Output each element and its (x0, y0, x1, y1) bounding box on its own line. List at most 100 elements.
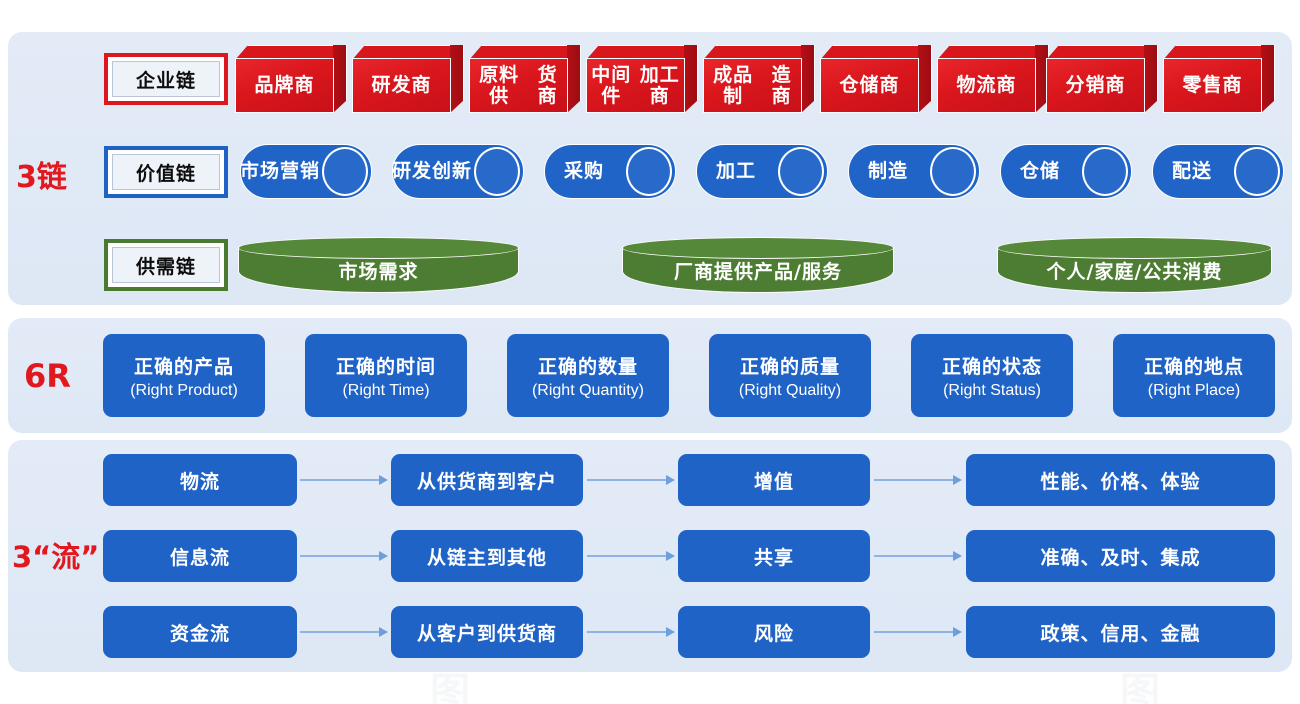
arrow-head-icon (953, 551, 962, 561)
arrow-line (587, 479, 667, 481)
six-r-card-0[interactable]: 正确的产品(Right Product) (103, 334, 265, 417)
arrow-line (874, 479, 954, 481)
flow-card-r0-c1[interactable]: 从供货商到客户 (391, 454, 583, 506)
flow-arrow-r2-1 (587, 627, 675, 637)
flow-arrow-r2-2 (874, 627, 962, 637)
arrow-head-icon (666, 627, 675, 637)
row-label-enterprise-chain: 企业链 (104, 53, 228, 105)
flow-card-r2-c1[interactable]: 从客户到供货商 (391, 606, 583, 658)
supply-demand-node-1[interactable]: 厂商提供产品/服务 (622, 237, 894, 293)
value-chain-node-0[interactable]: 市场营销 (240, 144, 372, 199)
arrow-head-icon (666, 475, 675, 485)
arrow-line (300, 631, 380, 633)
supply-demand-node-2[interactable]: 个人/家庭/公共消费 (997, 237, 1272, 293)
supply-demand-node-label: 市场需求 (338, 260, 419, 283)
arrow-head-icon (379, 627, 388, 637)
six-r-card-1[interactable]: 正确的时间(Right Time) (305, 334, 467, 417)
flow-arrow-r1-0 (300, 551, 388, 561)
value-chain-node-6[interactable]: 配送 (1152, 144, 1284, 199)
supply-demand-node-label: 厂商提供产品/服务 (674, 260, 842, 283)
six-r-card-5[interactable]: 正确的地点(Right Place) (1113, 334, 1275, 417)
value-chain-node-5[interactable]: 仓储 (1000, 144, 1132, 199)
section-label-three-chains: 3链 (16, 160, 67, 195)
row-label-value-chain: 价值链 (104, 146, 228, 198)
enterprise-node-label: 成品制造商 (703, 58, 802, 113)
six-r-card-en: (Right Quality) (738, 381, 842, 399)
enterprise-node-label: 研发商 (352, 58, 451, 113)
enterprise-node-label: 零售商 (1163, 58, 1262, 113)
row-label-value-chain-text: 价值链 (112, 154, 220, 190)
six-r-card-cn: 正确的地点 (1143, 355, 1244, 378)
enterprise-node-7[interactable]: 分销商 (1046, 45, 1158, 113)
box-top-face (235, 45, 347, 60)
cylinder-end-cap (322, 147, 368, 196)
arrow-head-icon (666, 551, 675, 561)
box-side-face (1144, 45, 1158, 113)
six-r-card-cn: 正确的数量 (537, 355, 638, 378)
cylinder-end-cap (1082, 147, 1128, 196)
flow-card-r1-c2[interactable]: 共享 (678, 530, 870, 582)
box-side-face (450, 45, 464, 113)
arrow-line (587, 555, 667, 557)
flow-card-r1-c3[interactable]: 准确、及时、集成 (966, 530, 1275, 582)
flow-arrow-r0-1 (587, 475, 675, 485)
flow-card-r0-c3[interactable]: 性能、价格、体验 (966, 454, 1275, 506)
flow-card-r2-c0[interactable]: 资金流 (103, 606, 297, 658)
box-top-face (469, 45, 581, 60)
flow-arrow-r1-1 (587, 551, 675, 561)
enterprise-node-label: 物流商 (937, 58, 1036, 113)
arrow-line (300, 479, 380, 481)
enterprise-node-4[interactable]: 成品制造商 (703, 45, 815, 113)
value-chain-node-1[interactable]: 研发创新 (392, 144, 524, 199)
value-chain-node-label: 采购 (563, 160, 604, 183)
six-r-card-cn: 正确的产品 (133, 355, 234, 378)
six-r-card-cn: 正确的状态 (941, 355, 1042, 378)
flow-card-r0-c0[interactable]: 物流 (103, 454, 297, 506)
enterprise-node-2[interactable]: 原料供货商 (469, 45, 581, 113)
flow-card-r1-c0[interactable]: 信息流 (103, 530, 297, 582)
row-label-enterprise-chain-text: 企业链 (112, 61, 220, 97)
value-chain-node-4[interactable]: 制造 (848, 144, 980, 199)
enterprise-node-0[interactable]: 品牌商 (235, 45, 347, 113)
value-chain-node-label: 研发创新 (392, 160, 473, 183)
flow-card-r1-c1[interactable]: 从链主到其他 (391, 530, 583, 582)
enterprise-node-5[interactable]: 仓储商 (820, 45, 932, 113)
cylinder-end-cap (930, 147, 976, 196)
six-r-card-cn: 正确的质量 (739, 355, 840, 378)
flow-arrow-r2-0 (300, 627, 388, 637)
value-chain-node-label: 加工 (715, 160, 756, 183)
value-chain-node-label: 市场营销 (240, 160, 321, 183)
six-r-card-en: (Right Time) (342, 381, 430, 399)
flow-card-r2-c3[interactable]: 政策、信用、金融 (966, 606, 1275, 658)
value-chain-node-2[interactable]: 采购 (544, 144, 676, 199)
flow-arrow-r1-2 (874, 551, 962, 561)
six-r-card-en: (Right Status) (943, 381, 1041, 399)
six-r-card-2[interactable]: 正确的数量 (Right Quantity) (507, 334, 669, 417)
supply-demand-node-label: 个人/家庭/公共消费 (1046, 260, 1223, 283)
box-top-face (820, 45, 932, 60)
enterprise-node-label: 品牌商 (235, 58, 334, 113)
enterprise-node-3[interactable]: 中间件加工商 (586, 45, 698, 113)
enterprise-node-1[interactable]: 研发商 (352, 45, 464, 113)
cylinder-end-cap (778, 147, 824, 196)
box-top-face (586, 45, 698, 60)
supply-demand-node-0[interactable]: 市场需求 (238, 237, 519, 293)
arrow-head-icon (953, 627, 962, 637)
box-side-face (333, 45, 347, 113)
arrow-line (587, 631, 667, 633)
six-r-card-3[interactable]: 正确的质量 (Right Quality) (709, 334, 871, 417)
box-top-face (1163, 45, 1275, 60)
arrow-line (300, 555, 380, 557)
box-top-face (703, 45, 815, 60)
flow-card-r0-c2[interactable]: 增值 (678, 454, 870, 506)
arrow-line (874, 631, 954, 633)
six-r-card-4[interactable]: 正确的状态 (Right Status) (911, 334, 1073, 417)
six-r-card-en: (Right Quantity) (531, 381, 645, 399)
enterprise-node-6[interactable]: 物流商 (937, 45, 1049, 113)
value-chain-node-3[interactable]: 加工 (696, 144, 828, 199)
arrow-head-icon (379, 475, 388, 485)
enterprise-node-8[interactable]: 零售商 (1163, 45, 1275, 113)
row-label-supply-demand-chain: 供需链 (104, 239, 228, 291)
flow-card-r2-c2[interactable]: 风险 (678, 606, 870, 658)
